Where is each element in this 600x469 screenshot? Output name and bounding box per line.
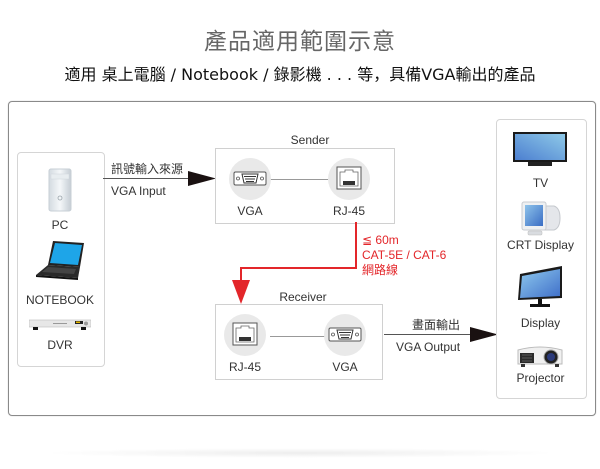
page-subtitle: 適用 桌上電腦 / Notebook / 錄影機 . . . 等，具備VGA輸出… xyxy=(64,65,536,84)
receiver-vga-port xyxy=(324,314,366,356)
lcd-monitor-icon xyxy=(516,266,564,310)
diagram-frame xyxy=(8,101,596,416)
receiver-internal-line xyxy=(270,336,328,337)
laptop-icon xyxy=(34,240,86,282)
output-connector-line xyxy=(384,334,476,335)
vga-port-icon xyxy=(233,171,267,186)
display-label-display: Display xyxy=(520,316,561,330)
sender-vga-port xyxy=(229,158,271,200)
sender-title: Sender xyxy=(290,133,330,147)
sender-rj45-label: RJ-45 xyxy=(332,204,365,218)
sender-rj45-port xyxy=(328,158,370,200)
bottom-shadow-divider xyxy=(40,448,560,458)
receiver-rj45-label: RJ-45 xyxy=(228,360,261,374)
rj45-port-icon xyxy=(232,322,258,346)
page-title: 產品適用範圍示意 xyxy=(204,29,396,55)
cable-distance: ≦ 60m xyxy=(362,233,399,247)
output-label-zh: 畫面輸出 xyxy=(412,318,461,332)
input-arrowhead-icon xyxy=(188,171,216,191)
cable-name: 網路線 xyxy=(362,263,399,277)
input-label-en: VGA Input xyxy=(111,184,166,198)
sender-vga-label: VGA xyxy=(237,204,263,218)
crt-monitor-icon xyxy=(520,200,562,238)
display-label-projector: Projector xyxy=(516,371,565,385)
vga-port-icon xyxy=(328,327,362,342)
display-label-crt: CRT Display xyxy=(507,238,574,252)
source-label-dvr: DVR xyxy=(47,338,73,352)
display-label-tv: TV xyxy=(532,176,549,190)
input-label-zh: 訊號輸入來源 xyxy=(111,162,184,176)
projector-icon xyxy=(514,344,566,368)
output-arrowhead-icon xyxy=(470,327,498,347)
pc-tower-icon xyxy=(48,168,72,212)
source-label-notebook: NOTEBOOK xyxy=(25,293,94,307)
rj45-port-icon xyxy=(336,166,362,190)
dvr-icon xyxy=(28,318,92,332)
network-cable-path xyxy=(230,222,370,315)
tv-icon xyxy=(512,131,568,169)
input-connector-line xyxy=(103,178,195,179)
receiver-title: Receiver xyxy=(279,290,327,304)
receiver-vga-label: VGA xyxy=(332,360,358,374)
receiver-rj45-port xyxy=(224,314,266,356)
source-label-pc: PC xyxy=(51,218,69,232)
output-label-en: VGA Output xyxy=(396,340,461,354)
sender-internal-line xyxy=(270,179,328,180)
cable-type: CAT-5E / CAT-6 xyxy=(362,248,447,262)
